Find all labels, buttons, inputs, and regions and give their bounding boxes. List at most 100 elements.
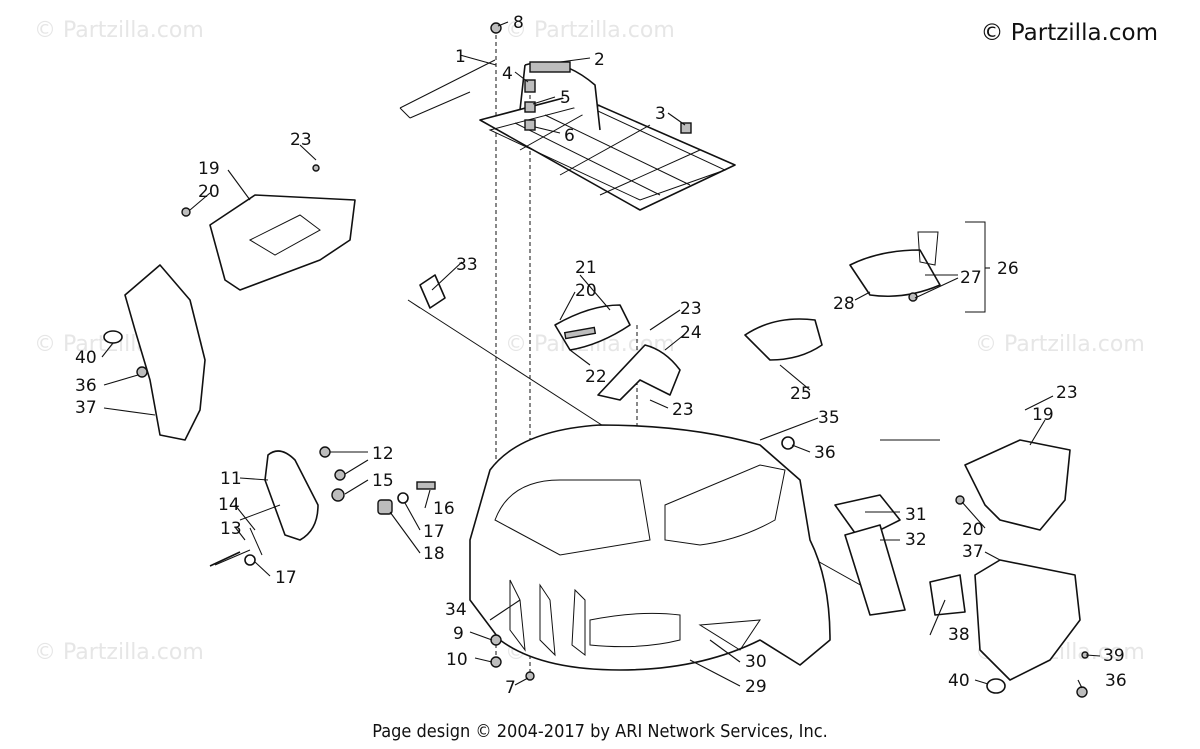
fender-liner-left (124, 264, 206, 441)
cover-25 (744, 318, 823, 361)
bracket-group-26 (965, 221, 986, 313)
callout-22: 22 (585, 367, 607, 387)
side-panel-left (209, 194, 356, 291)
page-footer: Page design © 2004-2017 by ARI Network S… (372, 721, 828, 742)
callout-20a: 20 (198, 182, 220, 202)
callout-5: 5 (560, 88, 571, 108)
callout-2: 2 (594, 50, 605, 70)
pin-13 (209, 551, 241, 567)
callout-34: 34 (445, 600, 467, 620)
callout-14: 14 (218, 495, 240, 515)
callout-leaders (101, 21, 1101, 689)
callout-16: 16 (433, 499, 455, 519)
grommet-18 (377, 499, 393, 515)
plug-36-right (1076, 686, 1088, 698)
callout-4: 4 (502, 64, 513, 84)
callout-23d: 23 (1056, 383, 1078, 403)
callout-7: 7 (505, 678, 516, 698)
callout-31: 31 (905, 505, 927, 525)
callout-25: 25 (790, 384, 812, 404)
callout-37a: 37 (75, 398, 97, 418)
rivet-23-left (312, 164, 320, 172)
callout-40a: 40 (75, 348, 97, 368)
callout-9: 9 (453, 624, 464, 644)
callout-23c: 23 (672, 400, 694, 420)
bolt-4 (524, 79, 536, 93)
bracket-24 (597, 344, 681, 401)
callout-19a: 19 (198, 159, 220, 179)
washer-17b (244, 554, 256, 566)
callout-20c: 20 (962, 520, 984, 540)
storage-lid (849, 249, 941, 298)
decal-31 (834, 494, 901, 541)
front-rack (479, 61, 736, 211)
callout-27: 27 (960, 268, 982, 288)
fender-liner-right (974, 559, 1081, 681)
callout-8: 8 (513, 13, 524, 33)
watermark: © Partzilla.com (34, 18, 204, 43)
callout-11: 11 (220, 469, 242, 489)
decal-assembly-line (407, 299, 626, 441)
nut-3 (680, 122, 692, 134)
callout-39: 39 (1103, 646, 1125, 666)
watermark: © Partzilla.com (975, 332, 1145, 357)
callout-29: 29 (745, 677, 767, 697)
ring-40-right (986, 678, 1006, 694)
latch-27 (917, 231, 939, 266)
nut-10 (490, 656, 502, 668)
watermark: © Partzilla.com (34, 640, 204, 665)
callout-30: 30 (745, 652, 767, 672)
callout-32: 32 (905, 530, 927, 550)
watermark: © Partzilla.com (505, 18, 675, 43)
callout-1: 1 (455, 47, 466, 67)
rack-assembly-line (399, 59, 496, 119)
ring-40-left (103, 330, 123, 344)
plug-36-center (781, 436, 795, 450)
callout-33: 33 (456, 255, 478, 275)
callout-6: 6 (564, 126, 575, 146)
callout-28: 28 (833, 294, 855, 314)
callout-35: 35 (818, 408, 840, 428)
callout-23b: 23 (680, 299, 702, 319)
callout-36a: 36 (814, 443, 836, 463)
bushing-6 (524, 119, 536, 131)
decal-32 (844, 524, 906, 616)
washer-5 (524, 101, 536, 113)
callout-18: 18 (423, 544, 445, 564)
callout-23a: 23 (290, 130, 312, 150)
plug-36-left (136, 366, 148, 378)
callout-26: 26 (997, 259, 1019, 279)
bolt-8 (490, 22, 502, 34)
callout-19b: 19 (1032, 405, 1054, 425)
bolt-16 (416, 481, 436, 490)
callout-38: 38 (948, 625, 970, 645)
screw-12b (334, 469, 346, 481)
callout-12: 12 (372, 444, 394, 464)
headlight-housing (264, 450, 319, 541)
washer-9 (490, 634, 502, 646)
callout-20b: 20 (575, 281, 597, 301)
decal-33 (419, 274, 446, 309)
callout-40b: 40 (948, 671, 970, 691)
callout-36c: 36 (1105, 671, 1127, 691)
callout-24: 24 (680, 323, 702, 343)
side-panel-right (964, 439, 1071, 531)
callout-21: 21 (575, 258, 597, 278)
callout-3: 3 (655, 104, 666, 124)
reflector-38 (929, 574, 966, 616)
nut-15 (331, 488, 345, 502)
callout-17b: 17 (275, 568, 297, 588)
callout-17a: 17 (423, 522, 445, 542)
screw-20-left (181, 207, 191, 217)
fastener-27 (908, 292, 918, 302)
front-body-panel (469, 424, 831, 671)
callout-37b: 37 (962, 542, 984, 562)
screw-12a (319, 446, 331, 458)
spring-14 (249, 527, 263, 556)
callout-10: 10 (446, 650, 468, 670)
callout-13: 13 (220, 519, 242, 539)
callout-15: 15 (372, 471, 394, 491)
copyright-label: © Partzilla.com (980, 20, 1159, 46)
